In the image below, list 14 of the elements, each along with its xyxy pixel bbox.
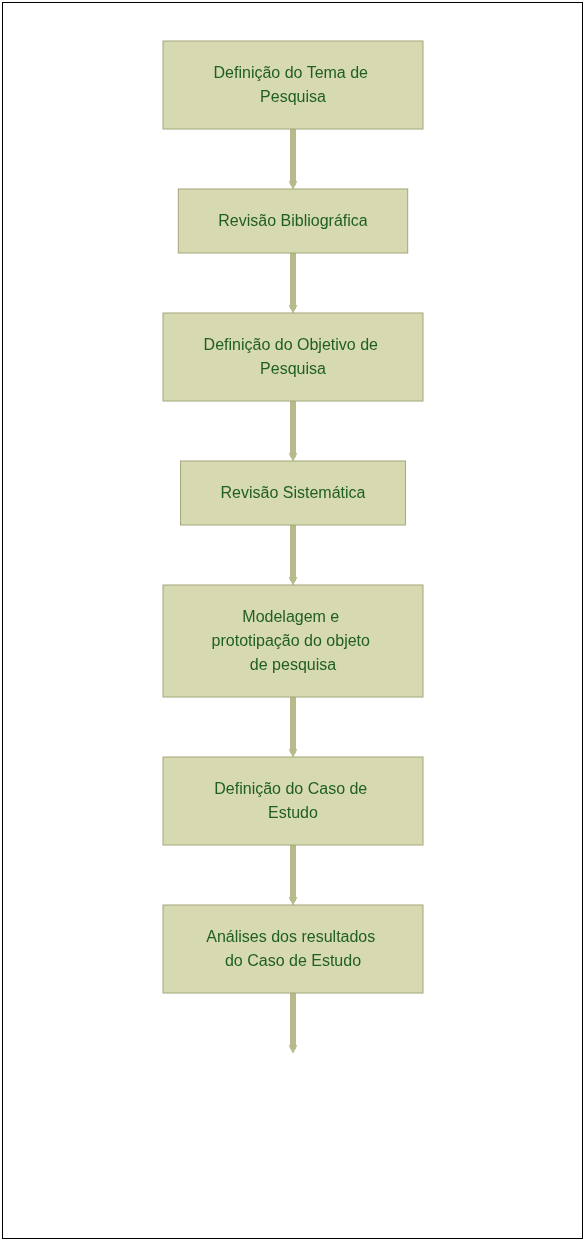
node-box: Análises dos resultados do Caso de Estudo [162,904,423,994]
arrow [288,697,297,758]
node-box: Definição do Objetivo de Pesquisa [162,312,423,402]
arrow [288,129,297,190]
node-box: Revisão Bibliográfica [177,188,408,254]
arrow [288,993,297,1054]
arrow [288,253,297,314]
node-box: Definição do Tema de Pesquisa [162,40,423,130]
arrow [288,525,297,586]
arrow [288,401,297,462]
node-box: Revisão Sistemática [179,460,406,526]
node-box: Definição do Caso de Estudo [162,756,423,846]
node-box: Modelagem e prototipação do objeto de pesquisa [162,584,423,698]
arrow [288,845,297,906]
